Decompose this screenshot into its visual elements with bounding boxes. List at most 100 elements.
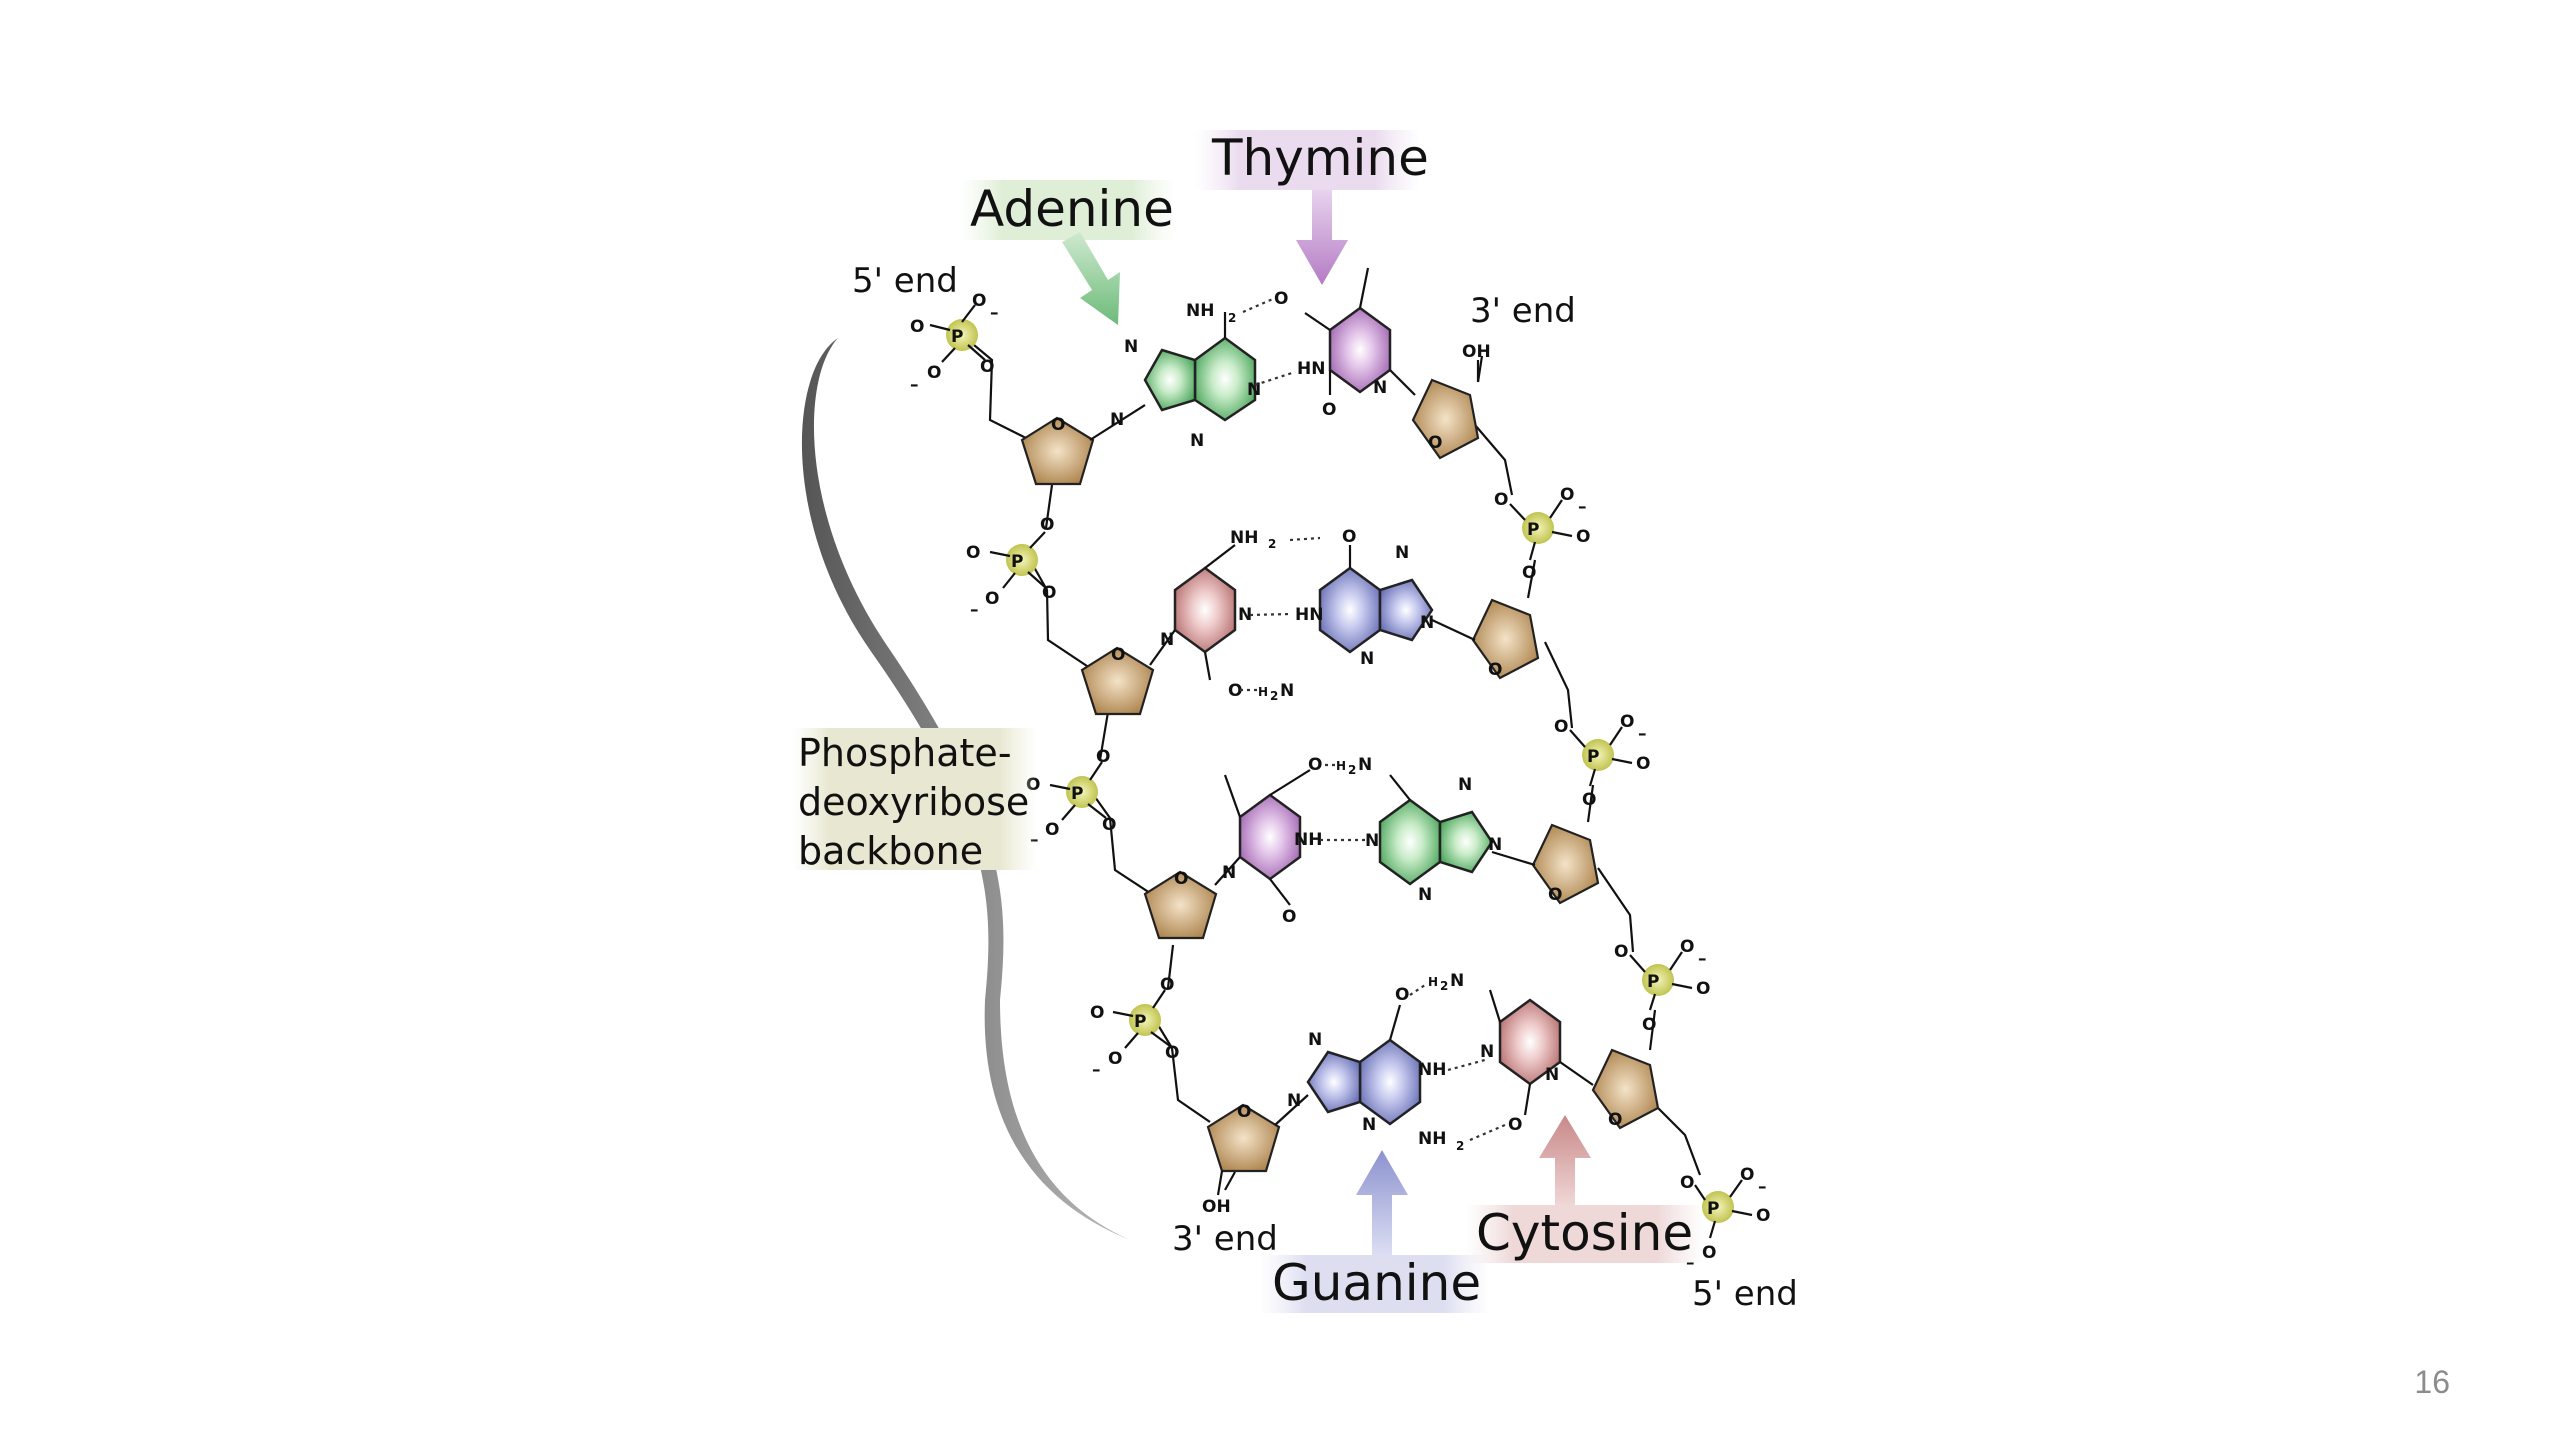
svg-text:O: O: [910, 317, 924, 337]
svg-text:O: O: [1090, 1003, 1104, 1023]
sugar-left-1: O: [1020, 415, 1095, 486]
svg-text:N: N: [1222, 863, 1236, 883]
arrow-guanine: [1356, 1150, 1408, 1255]
sugar-right-3: O: [1531, 823, 1600, 905]
svg-text:P: P: [1527, 520, 1539, 540]
svg-text:P: P: [1587, 747, 1599, 767]
svg-text:O: O: [966, 543, 980, 563]
svg-text:O: O: [1428, 433, 1442, 453]
label-cytosine: Cytosine: [1476, 1204, 1693, 1262]
svg-text:O: O: [1111, 645, 1125, 665]
end-label-left-top: 5' end: [852, 261, 958, 301]
svg-text:O: O: [1322, 400, 1336, 420]
label-thymine: Thymine: [1211, 129, 1429, 187]
svg-text:O: O: [1702, 1243, 1716, 1263]
label-backbone-line2: deoxyribose: [798, 780, 1029, 824]
svg-text:O: O: [1642, 1015, 1656, 1035]
svg-text:P: P: [1647, 972, 1659, 992]
phosphate-right-3: P O O O O –: [1614, 937, 1710, 1035]
arrow-adenine: [1062, 232, 1120, 325]
svg-text:O: O: [1680, 1173, 1694, 1193]
left-strand-bonds: [961, 334, 1236, 1191]
svg-text:O: O: [1096, 747, 1110, 767]
svg-text:N: N: [1420, 613, 1434, 633]
sugar-left-3: O: [1143, 869, 1218, 940]
svg-text:N: N: [1238, 605, 1252, 625]
svg-text:O: O: [1696, 979, 1710, 999]
svg-text:O: O: [980, 357, 994, 377]
svg-text:N: N: [1362, 1115, 1376, 1135]
svg-text:N: N: [1418, 885, 1432, 905]
svg-text:O: O: [1756, 1206, 1770, 1226]
svg-text:O: O: [1228, 681, 1242, 701]
label-backbone-line3: backbone: [798, 829, 983, 873]
svg-text:–: –: [910, 375, 919, 395]
svg-text:–: –: [990, 303, 999, 323]
svg-text:N: N: [1287, 1091, 1301, 1111]
label-backbone-line1: Phosphate-: [798, 731, 1012, 775]
svg-text:O: O: [1395, 985, 1409, 1005]
svg-text:N: N: [1488, 835, 1502, 855]
oh-top: OH: [1462, 342, 1491, 362]
svg-text:P: P: [1134, 1012, 1146, 1032]
svg-text:N: N: [1450, 971, 1464, 991]
svg-text:O: O: [1620, 712, 1634, 732]
svg-text:–: –: [1092, 1060, 1101, 1080]
svg-text:N: N: [1545, 1065, 1559, 1085]
svg-text:O: O: [1740, 1165, 1754, 1185]
svg-text:O: O: [1165, 1043, 1179, 1063]
svg-text:O: O: [1680, 937, 1694, 957]
svg-text:H: H: [1428, 975, 1438, 989]
end-label-right-top: 3' end: [1470, 291, 1576, 331]
svg-text:O: O: [1560, 485, 1574, 505]
svg-text:N: N: [1373, 378, 1387, 398]
end-label-right-bottom: 5' end: [1692, 1274, 1798, 1314]
svg-text:HN: HN: [1297, 359, 1325, 379]
sugar-right-2: O: [1471, 598, 1540, 680]
svg-text:O: O: [927, 363, 941, 383]
arrow-thymine: [1296, 190, 1348, 285]
svg-text:N: N: [1124, 337, 1138, 357]
svg-text:N: N: [1247, 380, 1261, 400]
svg-text:O: O: [1608, 1110, 1622, 1130]
svg-text:N: N: [1480, 1042, 1494, 1062]
svg-text:NH: NH: [1418, 1129, 1446, 1149]
svg-text:O: O: [1108, 1049, 1122, 1069]
svg-text:N: N: [1110, 410, 1124, 430]
svg-text:O: O: [1282, 907, 1296, 927]
svg-text:O: O: [1174, 869, 1188, 889]
svg-text:N: N: [1160, 630, 1174, 650]
svg-text:O: O: [972, 291, 986, 311]
oh-bottom: OH: [1202, 1197, 1231, 1217]
svg-text:N: N: [1308, 1030, 1322, 1050]
base-thymine-1: OHN ON: [1274, 267, 1416, 420]
label-adenine: Adenine: [970, 180, 1174, 238]
svg-text:O: O: [1582, 790, 1596, 810]
svg-text:O: O: [1342, 527, 1356, 547]
svg-text:NH: NH: [1230, 528, 1258, 548]
svg-text:O: O: [1237, 1102, 1251, 1122]
svg-text:–: –: [1698, 949, 1707, 969]
svg-text:O: O: [1614, 942, 1628, 962]
svg-text:N: N: [1358, 755, 1372, 775]
sugar-right-4: O: [1591, 1048, 1660, 1130]
svg-text:O: O: [1040, 515, 1054, 535]
svg-text:N: N: [1360, 649, 1374, 669]
svg-text:O: O: [1102, 815, 1116, 835]
sugar-left-4: O: [1206, 1102, 1281, 1173]
svg-text:O: O: [1160, 975, 1174, 995]
svg-text:O: O: [1508, 1115, 1522, 1135]
svg-text:O: O: [1042, 583, 1056, 603]
svg-text:2: 2: [1228, 311, 1236, 325]
svg-text:NH: NH: [1186, 301, 1214, 321]
end-label-left-bottom: 3' end: [1172, 1219, 1278, 1259]
right-strand-bonds: [1474, 355, 1702, 1176]
